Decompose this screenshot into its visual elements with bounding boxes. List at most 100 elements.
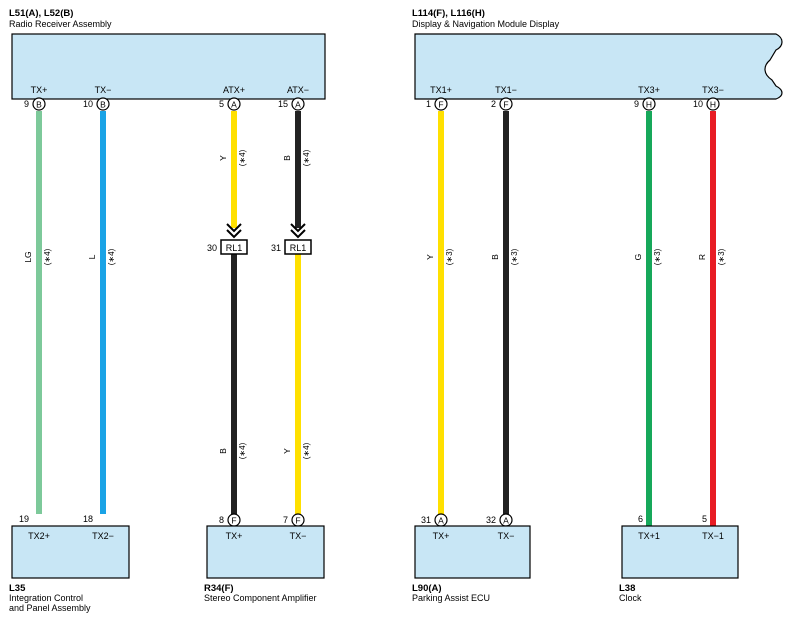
bottom-pin-circle: F [227, 513, 241, 527]
pin-number: 15 [278, 99, 288, 109]
bottom-component-id: L38 [619, 583, 635, 594]
stereo-amplifier-box [206, 525, 325, 579]
svg-text:F: F [438, 100, 443, 110]
wire-note: (∗4) [302, 442, 311, 459]
pin-number: 9 [24, 99, 29, 109]
wire-color-label: L [87, 254, 97, 259]
bottom-component-name: Stereo Component Amplifier [204, 593, 317, 603]
svg-text:H: H [646, 100, 652, 110]
wire-note: (∗3) [445, 248, 454, 265]
bottom-component-name: Integration Control [9, 593, 83, 603]
pin-label: TX+ [433, 531, 450, 541]
svg-text:A: A [231, 100, 237, 110]
wire-color-label: B [282, 155, 292, 161]
pin-number: 2 [491, 99, 496, 109]
svg-text:F: F [295, 516, 300, 526]
pin-number: 32 [486, 515, 496, 525]
wire-color-label: Y [425, 254, 435, 260]
integration-control-box [11, 525, 130, 579]
relay-rl1-a: RL1 [220, 239, 248, 255]
wire-note: (∗3) [510, 248, 519, 265]
pin-number: 9 [634, 99, 639, 109]
bottom-pin-circle: F [291, 513, 305, 527]
wire-note: (∗4) [107, 248, 116, 265]
bottom-component-id: R34(F) [204, 583, 234, 594]
pin-label: TX− [498, 531, 515, 541]
pin-number: 10 [693, 99, 703, 109]
bottom-component-name: Clock [619, 593, 642, 603]
top-pin-circle: B [96, 97, 110, 111]
svg-text:RL1: RL1 [226, 243, 243, 253]
wire-note: (∗4) [302, 149, 311, 166]
wire-color-label: Y [218, 155, 228, 161]
pin-number: 18 [83, 514, 93, 524]
top-pin-circle: H [706, 97, 720, 111]
pin-label: TX1− [495, 85, 517, 95]
pin-label: TX−1 [702, 531, 724, 541]
wire-note: (∗4) [238, 442, 247, 459]
pin-label: TX2− [92, 531, 114, 541]
relay-number: 31 [271, 243, 281, 253]
radio-receiver-box [11, 33, 326, 100]
relay-number: 30 [207, 243, 217, 253]
top-component-id-left: L51(A), L52(B) [9, 8, 73, 19]
pin-label: TX1+ [430, 85, 452, 95]
pin-label: ATX+ [223, 85, 245, 95]
wire-note: (∗4) [43, 248, 52, 265]
pin-number: 1 [426, 99, 431, 109]
top-component-id-right: L114(F), L116(H) [412, 8, 485, 19]
top-pin-circle: B [32, 97, 46, 111]
bottom-component-id: L90(A) [412, 583, 442, 594]
wire-color-label: B [490, 254, 500, 260]
top-pin-circle: F [499, 97, 513, 111]
wire-color-label: G [633, 254, 643, 261]
pin-label: TX+1 [638, 531, 660, 541]
svg-text:F: F [503, 100, 508, 110]
wire-color-label: Y [282, 448, 292, 454]
parking-assist-ecu-box [414, 525, 531, 579]
top-component-name-left: Radio Receiver Assembly [9, 19, 112, 29]
bottom-pin-circle: A [434, 513, 448, 527]
pin-number: 19 [19, 514, 29, 524]
pin-label: TX+ [226, 531, 243, 541]
pin-number: 31 [421, 515, 431, 525]
wire-color-label: LG [23, 251, 33, 262]
svg-text:B: B [36, 100, 42, 110]
pin-number: 10 [83, 99, 93, 109]
pin-label: TX− [95, 85, 112, 95]
connector-chevron-icon [226, 223, 306, 239]
pin-number: 5 [702, 514, 707, 524]
pin-label: TX− [290, 531, 307, 541]
relay-rl1-b: RL1 [284, 239, 312, 255]
svg-text:A: A [438, 516, 444, 526]
wire-note: (∗3) [653, 248, 662, 265]
wire-note: (∗3) [717, 248, 726, 265]
top-component-name-right: Display & Navigation Module Display [412, 19, 560, 29]
wire-note: (∗4) [238, 149, 247, 166]
svg-text:F: F [231, 516, 236, 526]
pin-label: TX3− [702, 85, 724, 95]
pin-label: TX2+ [28, 531, 50, 541]
top-pin-circle: F [434, 97, 448, 111]
top-pin-circle: A [227, 97, 241, 111]
bottom-pin-circle: A [499, 513, 513, 527]
pin-number: 7 [283, 515, 288, 525]
pin-number: 6 [638, 514, 643, 524]
svg-text:A: A [503, 516, 509, 526]
bottom-component-name: Parking Assist ECU [412, 593, 490, 603]
pin-label: TX+ [31, 85, 48, 95]
display-navigation-box [414, 33, 783, 100]
pin-label: TX3+ [638, 85, 660, 95]
clock-box [621, 525, 739, 579]
svg-text:H: H [710, 100, 716, 110]
bottom-component-id: L35 [9, 583, 26, 594]
wire-color-label: R [697, 254, 707, 260]
bottom-component-name: and Panel Assembly [9, 603, 91, 613]
top-pin-circle: H [642, 97, 656, 111]
pin-number: 8 [219, 515, 224, 525]
pin-number: 5 [219, 99, 224, 109]
top-pin-circle: A [291, 97, 305, 111]
wire-color-label: B [218, 448, 228, 454]
